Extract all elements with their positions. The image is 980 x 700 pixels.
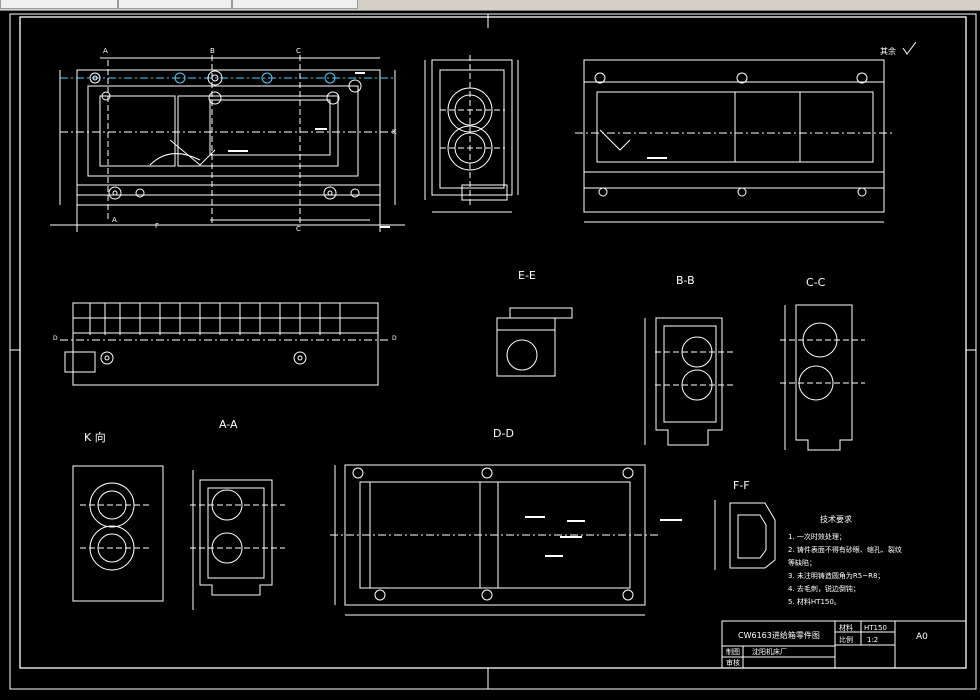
part-name: CW6163进给箱零件图 [738, 630, 820, 640]
view-label-ee: E-E [518, 269, 536, 282]
material-value: HT150 [864, 624, 887, 632]
view-label-ff: F-F [733, 479, 750, 492]
view-label-k: K 向 [84, 430, 106, 444]
note-item: 4. 去毛刺，锐边倒钝； [788, 584, 860, 593]
material-label: 材料 [839, 623, 853, 632]
view-side [424, 55, 519, 213]
scale-value: 1:2 [867, 636, 878, 644]
view-top [575, 59, 895, 223]
note-item: 3. 未注明铸造圆角为R5~R8； [788, 571, 884, 580]
view-label-bb: B-B [676, 274, 695, 287]
section-mark-b: B [210, 47, 215, 55]
sheet-frame [9, 13, 977, 690]
section-mark-k: K [392, 128, 397, 136]
cad-drawing: A B C K A F C [9, 13, 977, 690]
view-bottom [60, 302, 390, 386]
notes-title: 技术要求 [820, 514, 852, 524]
title-block-text: CW6163进给箱零件图 材料 HT150 比例 1:2 A0 制图 审核 沈阳… [726, 623, 928, 667]
company-name: 沈阳机床厂 [752, 647, 787, 656]
bottom-view-marks: D D [53, 335, 397, 342]
drawn-label: 制图 [726, 647, 740, 656]
section-mark-d: D [53, 335, 58, 342]
note-item: 2. 铸件表面不得有砂眼、缩孔、裂纹 [788, 545, 902, 554]
dd-labels [525, 516, 682, 557]
section-mark-c: C [296, 47, 301, 55]
note-item: 5. 材料HT150。 [788, 597, 841, 606]
note-item: 等缺陷； [788, 558, 816, 567]
toolbar-button[interactable] [118, 0, 232, 9]
roughness-mark: 其余 [880, 41, 917, 56]
section-cc [780, 304, 865, 451]
top-view-label [647, 157, 667, 159]
section-mark-a: A [112, 216, 117, 224]
technical-notes: 技术要求 1. 一次时效处理； 2. 铸件表面不得有砂眼、缩孔、裂纹 等缺陷； … [788, 514, 902, 606]
view-label-dd: D-D [493, 427, 514, 440]
drawing-canvas[interactable]: A B C K A F C [0, 11, 980, 696]
toolbar-button[interactable] [0, 0, 118, 9]
view-k [72, 465, 164, 602]
check-label: 审核 [726, 658, 740, 667]
front-view-marks: A B C K A F C [103, 47, 397, 233]
section-mark-c: C [296, 225, 301, 233]
section-ee [496, 307, 573, 377]
view-label-cc: C-C [806, 276, 826, 289]
scale-label: 比例 [839, 635, 853, 644]
section-mark-d: D [392, 335, 397, 342]
note-item: 1. 一次时效处理； [788, 532, 846, 541]
view-front [50, 55, 405, 232]
section-dd [330, 464, 660, 616]
view-label-aa: A-A [219, 418, 238, 431]
toolbar-button[interactable] [232, 0, 358, 9]
application-toolbar [0, 0, 980, 11]
title-block [721, 620, 967, 669]
sheet-size: A0 [916, 632, 928, 642]
section-bb [644, 317, 735, 446]
section-mark-f: F [155, 222, 159, 230]
svg-text:其余: 其余 [880, 46, 896, 56]
section-aa [190, 470, 285, 610]
section-mark-a: A [103, 47, 108, 55]
front-view-labels [228, 72, 390, 228]
section-ff [714, 500, 776, 570]
